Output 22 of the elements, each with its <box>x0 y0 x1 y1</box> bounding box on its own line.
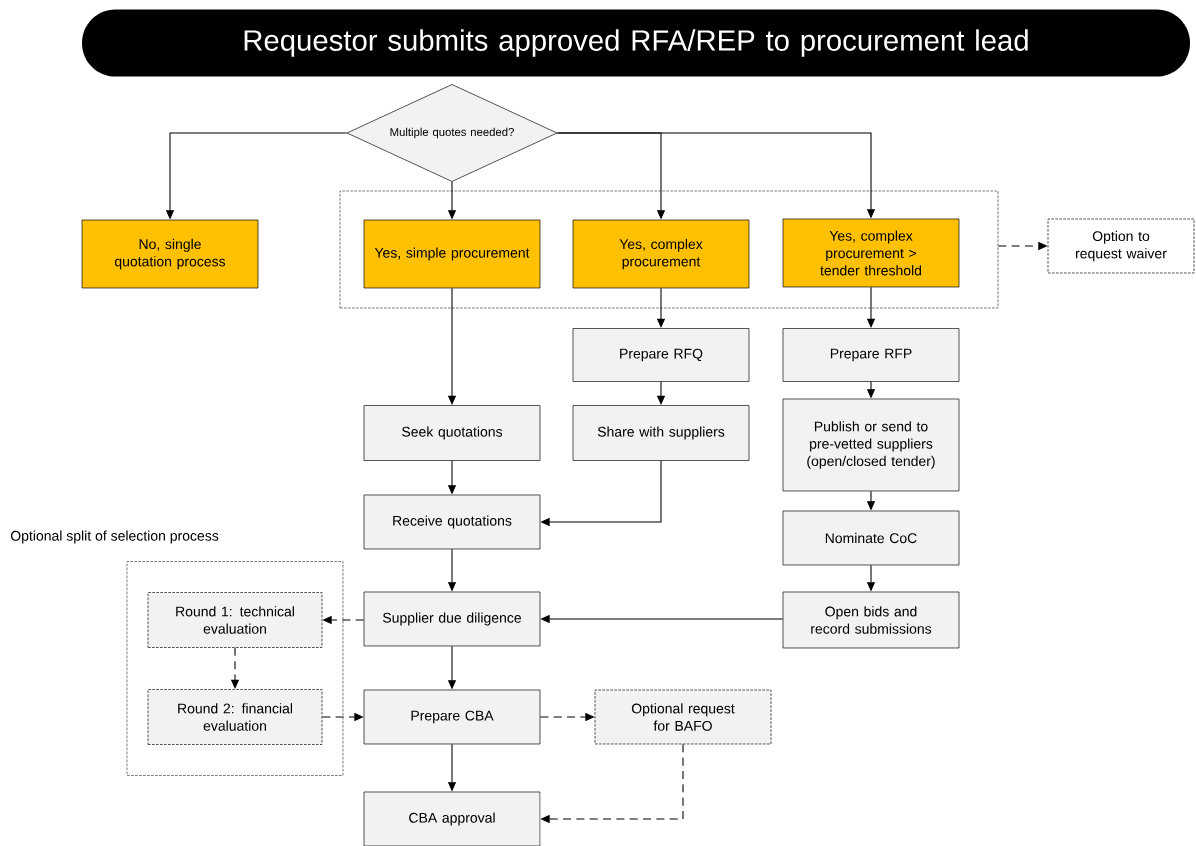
option-box: Option to request waiver <box>1047 218 1195 274</box>
process-box: Share with suppliers <box>572 405 750 461</box>
process-box: Nominate CoC <box>782 510 960 566</box>
process-box: Yes, complex procurement <box>572 219 750 289</box>
process-box: Publish or send to pre-vetted suppliers (open/closed tender) <box>782 398 960 492</box>
process-box: CBA approval <box>363 791 541 846</box>
process-box: Open bids and record submissions <box>782 591 960 649</box>
process-box: Supplier due diligence <box>363 591 541 647</box>
process-box: Yes, simple procurement <box>363 219 541 289</box>
process-box: Prepare RFP <box>782 328 960 382</box>
group-frame <box>339 190 999 309</box>
process-box: No, single quotation process <box>81 219 259 289</box>
optional-step-box: Optional request for BAFO <box>594 689 772 745</box>
optional-step-box: Round 1: technical evaluation <box>147 592 323 648</box>
optional-step-box: Round 2: financial evaluation <box>147 689 323 745</box>
title-banner: Requestor submits approved RFA/REP to procurement lead <box>82 9 1190 77</box>
process-box: Prepare RFQ <box>572 328 750 382</box>
process-box: Yes, complex procurement > tender threshold <box>782 218 960 288</box>
process-box: Prepare CBA <box>363 689 541 745</box>
node-label: Optional split of selection process <box>10 530 219 544</box>
process-box: Receive quotations <box>363 494 541 550</box>
process-box: Seek quotations <box>363 405 541 461</box>
